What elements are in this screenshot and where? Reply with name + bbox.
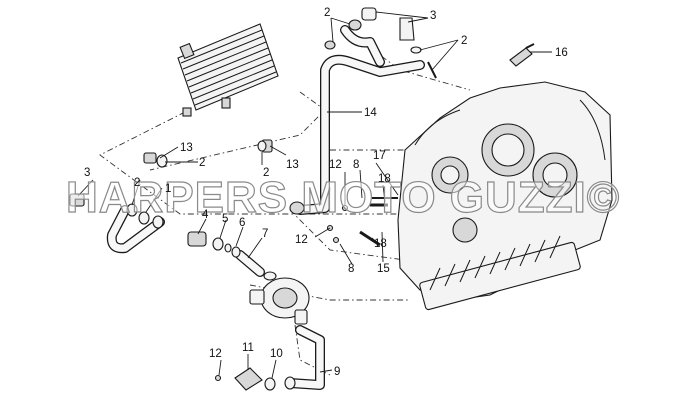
leader-lines [77,11,552,379]
hose-left-icon [106,205,165,254]
callout-5: 5 [222,213,228,225]
callout-7: 7 [262,228,268,240]
callout-12-lower: 12 [295,234,308,246]
oil-cooler-icon [177,23,279,117]
callout-4: 4 [202,209,209,221]
callout-3-top: 3 [430,10,436,22]
callout-1: 1 [165,183,171,195]
engine-crankcase-icon [397,81,613,311]
callout-12-bottom: 12 [209,348,222,360]
callout-2-top: 2 [324,7,330,19]
hose-7-icon [235,250,265,277]
callout-labels: 2 3 2 16 14 13 13 2 2 3 2 1 12 8 17 18 4… [84,7,568,378]
callout-18-top: 18 [378,173,391,185]
callout-10: 10 [270,348,283,360]
callout-2-left: 2 [134,177,140,189]
callout-17: 17 [373,150,386,162]
callout-15: 15 [377,263,390,275]
sensor-icon [509,43,535,67]
callout-18-lower: 18 [374,238,387,250]
callout-13-mid: 13 [286,159,299,171]
callout-2-mid-a: 2 [199,157,205,169]
callout-16: 16 [555,47,568,59]
callout-9: 9 [334,366,340,378]
hose-9-icon [285,325,325,390]
oil-pump-icon [249,271,310,325]
callout-12-mid: 12 [329,159,342,171]
callout-2-right: 2 [461,35,467,47]
callout-8-mid: 8 [353,159,359,171]
callout-2-mid-b: 2 [263,167,269,179]
fitting-11-icon [234,367,296,391]
callout-8-lower: 8 [348,263,354,275]
callout-3-left: 3 [84,167,90,179]
watermark-text: HARPERS MOTO GUZZI© [66,173,620,222]
hose-icon [295,25,425,215]
callout-13-left: 13 [180,142,193,154]
callout-6: 6 [239,217,245,229]
callout-11: 11 [242,342,254,354]
callout-14: 14 [364,107,377,119]
